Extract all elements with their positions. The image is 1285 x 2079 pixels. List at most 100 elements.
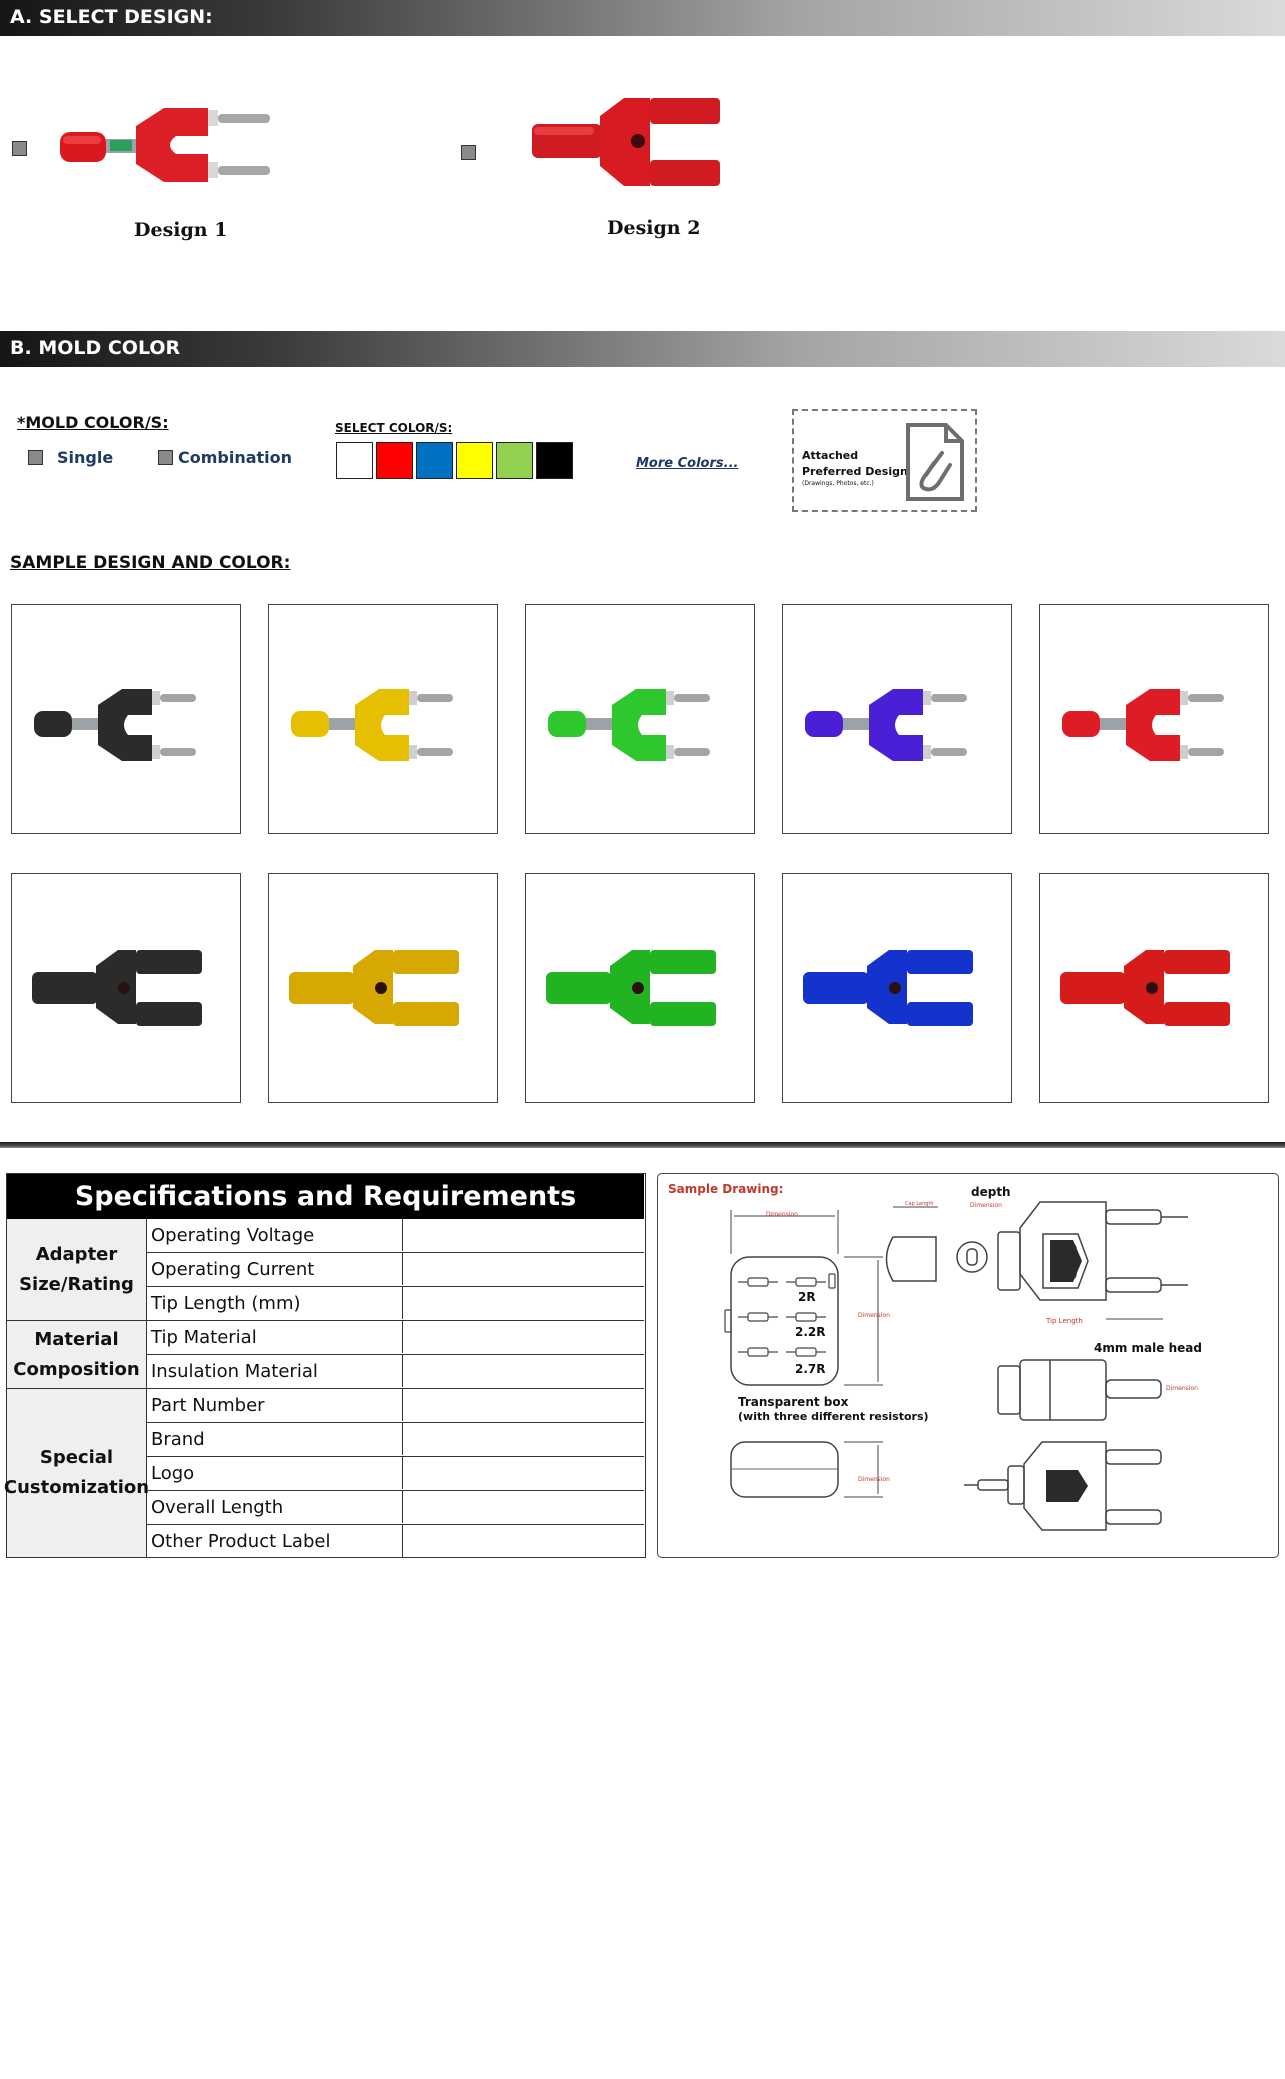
sample-design-2-image — [803, 950, 973, 1026]
sample-drawing-panel: Sample Drawing: — [657, 1173, 1279, 1558]
attach-line2: Preferred Design — [802, 465, 908, 478]
spec-value-field[interactable] — [404, 1219, 644, 1251]
dimension-label: Dimension — [1166, 1385, 1198, 1392]
spec-row: Overall Length — [147, 1491, 644, 1525]
spec-value-field[interactable] — [404, 1287, 644, 1319]
spec-label: Tip Length (mm) — [147, 1287, 403, 1319]
combination-label: Combination — [178, 448, 293, 467]
spec-value-field[interactable] — [404, 1389, 644, 1421]
mold-color-heading: *MOLD COLOR/S: — [17, 413, 169, 432]
attach-design-box[interactable]: Attached Preferred Design (Drawings, Pho… — [792, 409, 977, 512]
sample-design-1-image — [805, 689, 967, 761]
male-head-label: 4mm male head — [1094, 1341, 1202, 1355]
group-line: Adapter — [35, 1243, 118, 1265]
sample-design-2-image — [1060, 950, 1230, 1026]
section-a-title: A. SELECT DESIGN: — [10, 6, 213, 28]
spec-value-field[interactable] — [404, 1355, 644, 1387]
swatch-yellow[interactable] — [456, 442, 493, 479]
paperclip-document-icon — [906, 423, 964, 501]
section-b-title: B. MOLD COLOR — [10, 337, 181, 359]
spec-label: Overall Length — [147, 1491, 403, 1523]
sample-design-2-image — [546, 950, 716, 1026]
attach-line1: Attached — [802, 449, 859, 462]
depth-label: depth — [971, 1185, 1011, 1199]
group-line: Material — [34, 1328, 119, 1350]
dimension-label: Dimension — [970, 1202, 1002, 1209]
sample-design-1-image — [1062, 689, 1224, 761]
design-1-checkbox[interactable] — [12, 141, 27, 156]
spec-value-field[interactable] — [404, 1525, 644, 1557]
dimension-label: Dimension — [858, 1312, 890, 1319]
combination-checkbox[interactable] — [158, 450, 173, 465]
sample-design-1-image — [548, 689, 710, 761]
sample-tile — [1039, 604, 1269, 834]
sample-design-1-image — [34, 689, 196, 761]
design-2-checkbox[interactable] — [461, 145, 476, 160]
swatch-green[interactable] — [496, 442, 533, 479]
spec-row: Logo — [147, 1457, 644, 1491]
swatch-blue[interactable] — [416, 442, 453, 479]
spec-value-field[interactable] — [404, 1321, 644, 1353]
sample-tile — [782, 604, 1012, 834]
spec-row: Operating Voltage — [147, 1219, 644, 1253]
sample-tile — [782, 873, 1012, 1103]
spec-label: Other Product Label — [147, 1525, 403, 1557]
sample-heading: SAMPLE DESIGN AND COLOR: — [10, 553, 291, 573]
resistor-label: 2R — [798, 1290, 816, 1304]
spec-row: Insulation Material — [147, 1355, 644, 1389]
spec-value-field[interactable] — [404, 1423, 644, 1455]
drawing-title: Sample Drawing: — [668, 1182, 784, 1196]
group-line: Size/Rating — [19, 1273, 134, 1295]
section-divider — [0, 1142, 1285, 1148]
single-label: Single — [57, 448, 114, 467]
group-line: Composition — [13, 1358, 140, 1380]
cap-length-label: Cap Length — [905, 1201, 934, 1207]
sample-tile — [1039, 873, 1269, 1103]
spec-label: Operating Current — [147, 1253, 403, 1285]
spec-label: Brand — [147, 1423, 403, 1455]
sample-tile — [11, 873, 241, 1103]
swatch-red[interactable] — [376, 442, 413, 479]
spec-row: Brand — [147, 1423, 644, 1457]
single-checkbox[interactable] — [28, 450, 43, 465]
technical-drawing — [724, 1201, 1188, 1531]
spec-label: Operating Voltage — [147, 1219, 403, 1251]
spec-label: Part Number — [147, 1389, 403, 1421]
section-b-header: B. MOLD COLOR — [0, 331, 1285, 367]
spec-value-field[interactable] — [404, 1491, 644, 1523]
spec-row: Tip Length (mm) — [147, 1287, 644, 1321]
design-2-image — [532, 98, 720, 186]
spec-row: Part Number — [147, 1389, 644, 1423]
more-colors-link[interactable]: More Colors... — [636, 456, 739, 471]
box-label-line2: (with three different resistors) — [738, 1410, 929, 1423]
sample-design-2-image — [289, 950, 459, 1026]
swatch-white[interactable] — [336, 442, 373, 479]
spec-title: Specifications and Requirements — [7, 1174, 644, 1219]
resistor-label: 2.7R — [795, 1362, 826, 1376]
group-line: Customization — [3, 1477, 150, 1498]
sample-design-2-image — [32, 950, 202, 1026]
spec-row: Tip Material — [147, 1321, 644, 1355]
sample-design-1-image — [291, 689, 453, 761]
sample-tile — [268, 873, 498, 1103]
spec-row: Other Product Label — [147, 1525, 644, 1559]
sample-tile — [268, 604, 498, 834]
dimension-label: Dimension — [858, 1476, 890, 1483]
sample-tile — [11, 604, 241, 834]
resistor-label: 2.2R — [795, 1325, 826, 1339]
group-line: Special — [39, 1447, 114, 1468]
sample-tile — [525, 873, 755, 1103]
spec-value-field[interactable] — [404, 1253, 644, 1285]
section-a-header: A. SELECT DESIGN: — [0, 0, 1285, 36]
tip-length-label: Tip Length — [1046, 1317, 1083, 1325]
select-color-heading: SELECT COLOR/S: — [335, 421, 453, 435]
spec-value-field[interactable] — [404, 1457, 644, 1489]
swatch-black[interactable] — [536, 442, 573, 479]
sample-tile — [525, 604, 755, 834]
dimension-label: Dimension — [766, 1211, 798, 1218]
spec-label: Insulation Material — [147, 1355, 403, 1387]
